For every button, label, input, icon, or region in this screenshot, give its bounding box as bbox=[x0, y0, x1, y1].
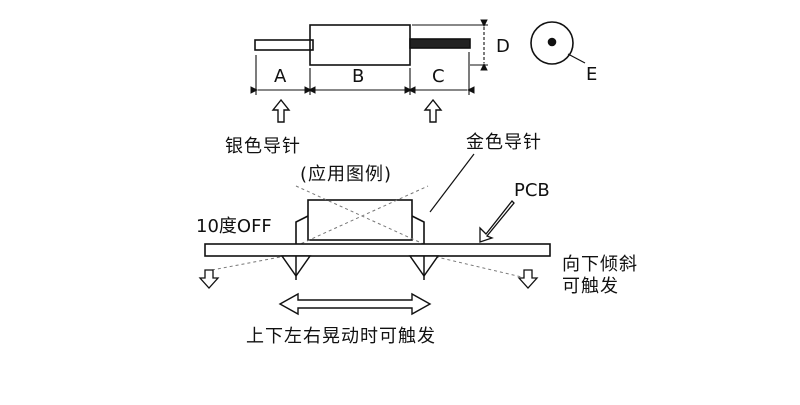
silver-pin-up-arrow-icon bbox=[271, 98, 291, 123]
component-outline bbox=[254, 24, 471, 66]
application-example-label: (应用图例) bbox=[300, 164, 392, 185]
tilt-down-label-line1: 向下倾斜 bbox=[562, 254, 638, 275]
dimension-d-label: D bbox=[496, 36, 510, 57]
dimension-lines bbox=[250, 19, 488, 95]
end-view bbox=[530, 21, 586, 65]
pcb-label: PCB bbox=[514, 180, 550, 201]
right-tilt-down-arrow-icon bbox=[517, 269, 539, 289]
left-tilt-down-arrow-icon bbox=[198, 269, 220, 289]
tilt-down-label-line2: 可触发 bbox=[562, 276, 619, 297]
mounted-switch bbox=[295, 199, 425, 246]
gold-pin-leader-line bbox=[429, 153, 475, 213]
switch-body bbox=[309, 24, 411, 66]
silver-pin-lead bbox=[254, 39, 314, 51]
tilt-angle-label: 10度OFF bbox=[196, 216, 272, 237]
dimension-a-label: A bbox=[274, 66, 287, 87]
dimension-e-label: E bbox=[586, 64, 597, 85]
shake-trigger-label: 上下左右晃动时可触发 bbox=[246, 326, 436, 347]
gold-pin-up-arrow-icon bbox=[423, 98, 443, 123]
gold-pin-label: 金色导针 bbox=[466, 132, 542, 153]
gold-pin-lead bbox=[409, 38, 471, 49]
dimension-c-label: C bbox=[432, 66, 445, 87]
shake-double-arrow-icon bbox=[278, 292, 432, 316]
silver-pin-label: 银色导针 bbox=[225, 136, 301, 157]
pcb-pointer-arrow-icon bbox=[479, 200, 515, 243]
solder-joints bbox=[280, 255, 440, 280]
dimension-b-label: B bbox=[352, 66, 364, 87]
tilt-lines bbox=[211, 185, 527, 279]
pcb-board bbox=[204, 243, 551, 257]
